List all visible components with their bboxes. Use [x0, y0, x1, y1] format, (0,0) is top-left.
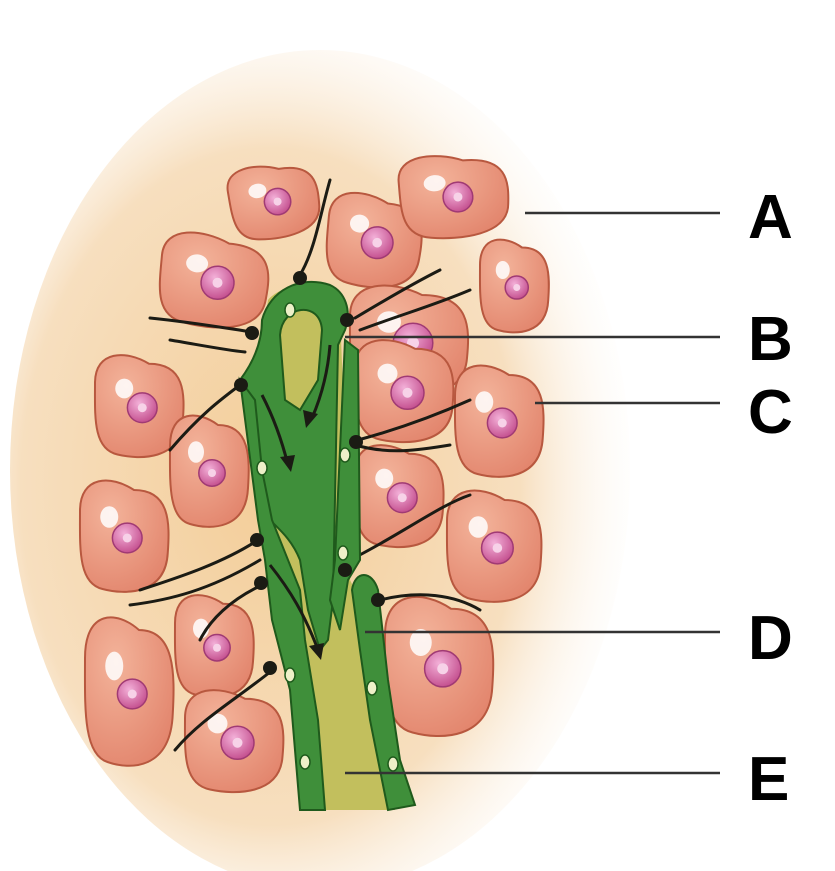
label-b: B [748, 305, 793, 374]
nucleolus [498, 419, 507, 428]
nucleolus [233, 738, 243, 748]
nucleolus [513, 284, 520, 291]
cell-highlight [188, 441, 204, 463]
nucleolus [493, 543, 503, 553]
endothelial-nucleus [285, 303, 295, 317]
nerve-terminal [349, 435, 363, 449]
endothelial-nucleus [340, 448, 350, 462]
endothelial-nucleus [300, 755, 310, 769]
tissue-cell [85, 617, 174, 765]
nucleolus [208, 469, 216, 477]
nerve-terminal [338, 563, 352, 577]
nerve-terminal [340, 313, 354, 327]
nerve-terminal [293, 271, 307, 285]
tissue-cell [175, 595, 254, 697]
endothelial-nucleus [257, 461, 267, 475]
endothelial-nucleus [388, 757, 398, 771]
nerve-terminal [371, 593, 385, 607]
cell-highlight [378, 364, 398, 384]
nerve-terminal [234, 378, 248, 392]
tissue-cell [447, 491, 542, 602]
tissue-cell [455, 366, 544, 477]
nucleolus [403, 388, 413, 398]
cell-highlight [105, 652, 123, 681]
tissue-cell [80, 481, 169, 592]
cell-highlight [475, 391, 493, 413]
cell-highlight [100, 506, 118, 528]
nucleolus [123, 534, 132, 543]
cell-highlight [115, 379, 133, 399]
nucleolus [138, 403, 147, 412]
label-d: D [748, 604, 793, 673]
nerve-terminal [250, 533, 264, 547]
tissue-cell [385, 597, 493, 736]
endothelial-nucleus [338, 546, 348, 560]
nucleolus [398, 493, 407, 502]
label-a: A [748, 183, 793, 252]
cell-highlight [469, 516, 488, 538]
nucleolus [213, 644, 221, 652]
nerve-terminal [263, 661, 277, 675]
cell-highlight [496, 261, 510, 279]
tissue-cell [185, 690, 283, 792]
cell-highlight [375, 469, 393, 489]
nerve-terminal [245, 326, 259, 340]
endothelial-nucleus [367, 681, 377, 695]
endothelial-nucleus [285, 668, 295, 682]
nucleolus [128, 690, 137, 699]
label-c: C [748, 378, 793, 447]
tissue-cell [170, 416, 249, 527]
nucleolus [437, 663, 448, 674]
nerve-terminal [254, 576, 268, 590]
label-e: E [748, 745, 789, 814]
tissue-cell [480, 240, 549, 333]
